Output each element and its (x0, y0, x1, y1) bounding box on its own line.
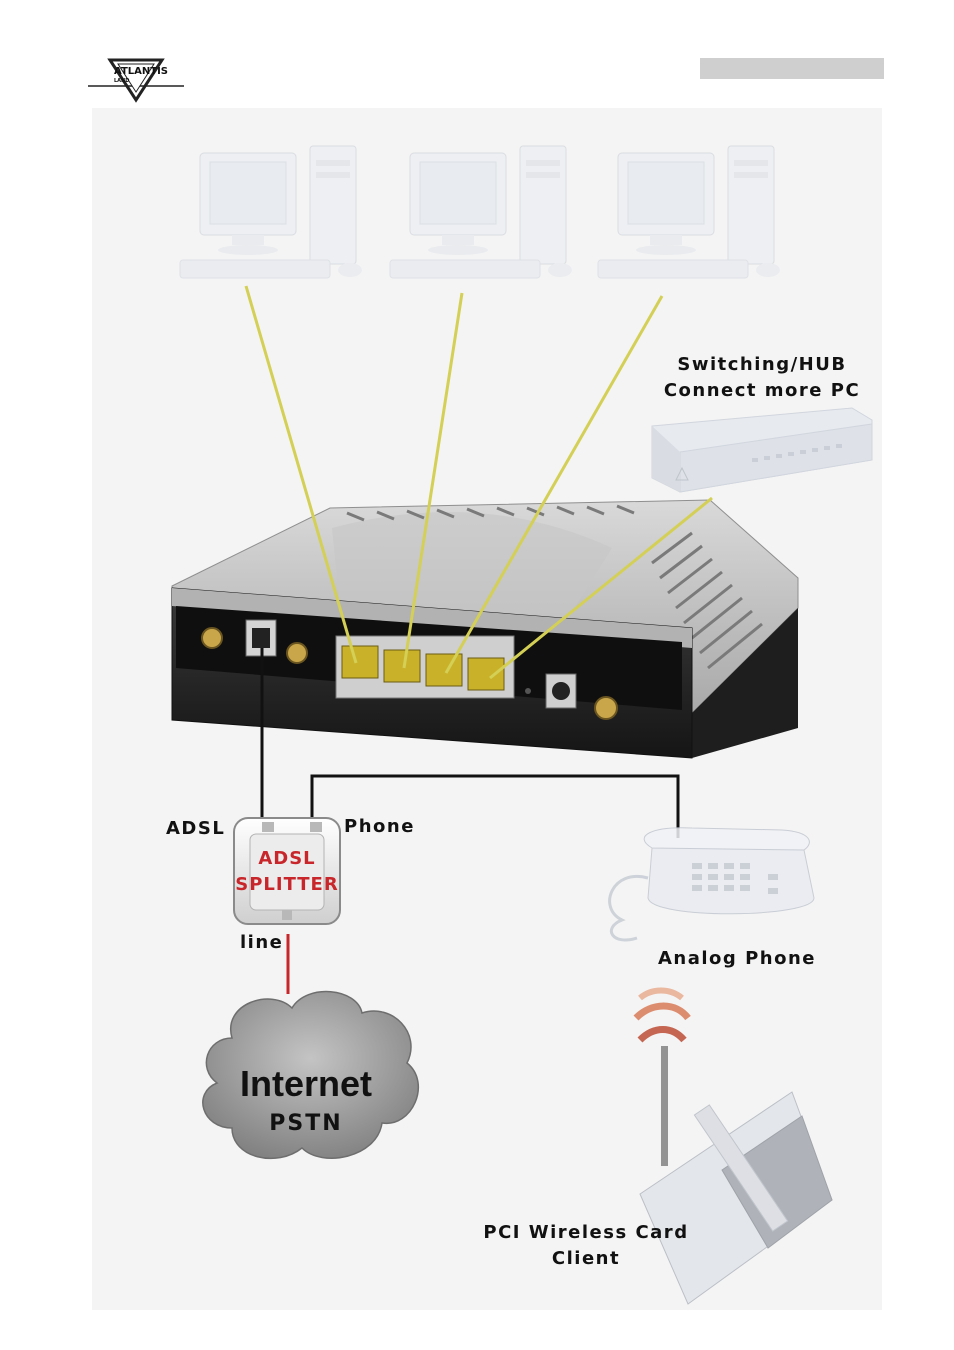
hub-label-line2: Connect more PC (662, 378, 862, 404)
internet-cloud: Internet PSTN (203, 992, 418, 1159)
adsl-splitter: ADSL SPLITTER (234, 818, 340, 924)
phone-port-label: Phone (344, 816, 415, 837)
logo-subtext: LAND (114, 78, 129, 84)
header-bar (700, 58, 884, 79)
lan-ports (336, 636, 514, 698)
analog-phone-label: Analog Phone (658, 948, 816, 969)
wireless-card-label-line2: Client (472, 1246, 700, 1272)
switching-hub (652, 408, 872, 492)
hub-label-line1: Switching/HUB (662, 352, 862, 378)
atlantis-logo: ATLANTIS LAND (84, 48, 188, 104)
cloud-subtitle: PSTN (269, 1111, 342, 1136)
cloud-title: Internet (240, 1063, 372, 1104)
wireless-card-label: PCI Wireless Card Client (472, 1220, 700, 1272)
splitter-text-line1: ADSL (258, 848, 315, 869)
pc-3 (598, 146, 780, 278)
pc-1 (180, 146, 362, 278)
logo-text: ATLANTIS (114, 66, 168, 77)
line-port-label: line (240, 932, 283, 953)
analog-phone (610, 828, 814, 940)
adsl-port-label: ADSL (166, 818, 225, 839)
splitter-text-line2: SPLITTER (235, 874, 338, 895)
network-diagram: ADSL SPLITTER Internet PSTN (92, 108, 882, 1310)
hub-label: Switching/HUB Connect more PC (662, 352, 862, 404)
pc-2 (390, 146, 572, 278)
wireless-card-label-line1: PCI Wireless Card (472, 1220, 700, 1246)
adsl-router (172, 500, 798, 758)
